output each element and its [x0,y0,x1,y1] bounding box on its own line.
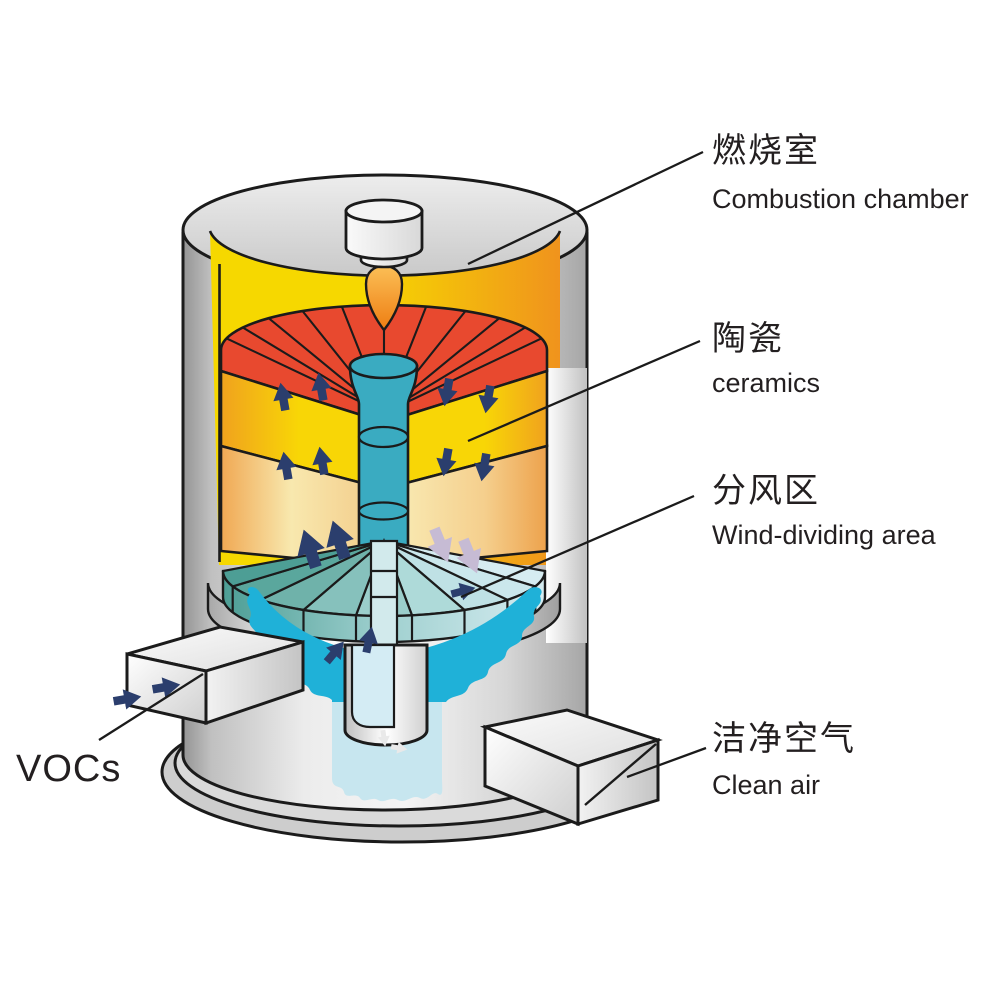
combustion-chamber-label-en: Combustion chamber [712,184,969,214]
ceramics-label-zh: 陶瓷 [712,320,784,358]
ceramic-bed-top-disc [219,303,549,422]
wind-dividing-label-zh: 分风区 [712,472,820,510]
combustion-leader-line [467,150,704,266]
combustion-chamber-label-zh: 燃烧室 [712,132,820,170]
burner [344,198,424,332]
vocs-label: VOCs [16,748,122,790]
clean-air-label-en: Clean air [712,770,821,800]
ceramics-label-en: ceramics [712,368,821,398]
clean-air-leader-line [626,746,707,779]
clean-air-label-zh: 洁净空气 [712,720,856,758]
vocs-leader-line [98,673,204,741]
leader-lines [98,150,707,779]
gas-flow-region [247,587,542,702]
central-column [348,352,419,564]
ceramic-bed-blocks [219,369,549,568]
wind-dividing-leader-line [460,494,695,599]
wind-dividing-label-en: Wind-dividing area [712,520,936,550]
clean-air-outlet-duct [479,708,663,827]
rotary-distributor-cylinder [343,643,429,747]
ceramics-leader-line [467,339,701,443]
